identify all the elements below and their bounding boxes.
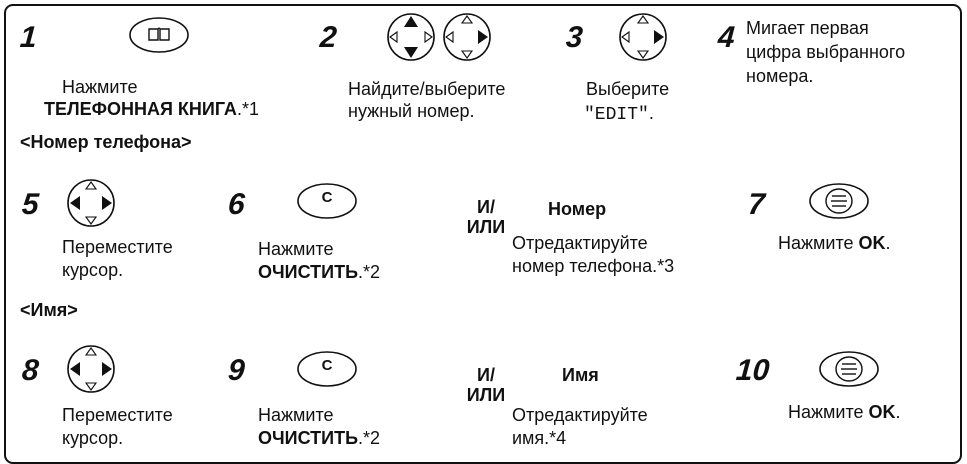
field-name-text-2: имя.*4 [512, 428, 567, 448]
phonebook-key-icon[interactable] [128, 16, 190, 54]
clear-key-letter: C [321, 189, 333, 206]
step-8-text-1: Переместите [62, 405, 173, 425]
step-9-key-line: ОЧИСТИТЬ.*2 [258, 427, 380, 449]
step-5-text-1: Переместите [62, 237, 173, 257]
step-7-period: . [885, 233, 891, 253]
step-4-number: 4 [716, 21, 736, 54]
clear-key-letter: C [321, 357, 333, 374]
clear-key-icon[interactable] [296, 182, 358, 220]
and-or-1-line1: И/ [477, 197, 495, 217]
footnote-1: .*1 [236, 99, 259, 119]
step-7-text: Нажмите OK. [778, 232, 891, 254]
field-number-text-1: Отредактируйте [512, 233, 648, 253]
step-3-period: . [648, 103, 654, 123]
step-3-number: 3 [564, 21, 584, 54]
step-10-number: 10 [734, 354, 771, 387]
navigator-right-icon[interactable] [442, 12, 492, 62]
step-4-text-1: Мигает первая [746, 18, 869, 38]
and-or-2-line1: И/ [477, 365, 495, 385]
step-4-text-2: цифра выбранного [746, 42, 906, 62]
step-5-text-2: курсор. [62, 260, 124, 280]
step-8-number: 8 [20, 354, 40, 387]
clear-key-label: ОЧИСТИТЬ [258, 428, 359, 448]
footnote-2: .*2 [358, 262, 381, 282]
step-2-text-1: Найдите/выберите [348, 79, 506, 99]
step-6-key-line: ОЧИСТИТЬ.*2 [258, 261, 380, 283]
step-4-text-3: номера. [746, 66, 814, 86]
and-or-2-line2: ИЛИ [466, 385, 506, 405]
step-3-edit-line: "EDIT". [584, 102, 654, 126]
step-10-prefix: Нажмите [788, 402, 869, 422]
step-2-text-2: нужный номер. [348, 101, 475, 121]
step-10-period: . [895, 402, 901, 422]
step-2-number: 2 [318, 21, 338, 54]
navigator-right-icon[interactable] [618, 12, 668, 62]
field-number-title: Номер [548, 199, 607, 219]
field-name-text-1: Отредактируйте [512, 405, 648, 425]
ok-menu-key-icon[interactable] [818, 350, 880, 388]
ok-menu-key-icon[interactable] [808, 182, 870, 220]
step-5-number: 5 [20, 188, 40, 221]
section-name: <Имя> [20, 300, 78, 320]
step-6-text: Нажмите [258, 239, 334, 259]
step-3-text: Выберите [586, 79, 670, 99]
step-1-key-line: ТЕЛЕФОННАЯ КНИГА.*1 [44, 98, 259, 120]
ok-key-label: OK [858, 233, 886, 253]
section-phone-number: <Номер телефона> [20, 132, 192, 152]
step-10-text: Нажмите OK. [788, 401, 901, 423]
step-8-text-2: курсор. [62, 428, 124, 448]
ok-key-label: OK [868, 402, 896, 422]
step-1-text: Нажмите [62, 77, 138, 97]
field-number-text-2: номер телефона.*3 [512, 256, 675, 276]
step-7-number: 7 [746, 188, 766, 221]
footnote-2: .*2 [358, 428, 381, 448]
navigator-left-right-icon[interactable] [66, 178, 116, 228]
clear-key-icon[interactable] [296, 350, 358, 388]
navigator-left-right-icon[interactable] [66, 344, 116, 394]
step-1-number: 1 [18, 21, 38, 54]
navigator-up-down-icon[interactable] [386, 12, 436, 62]
step-9-number: 9 [226, 354, 246, 387]
and-or-1-line2: ИЛИ [466, 217, 506, 237]
edit-menu-label: "EDIT" [584, 105, 649, 125]
field-name-title: Имя [562, 365, 599, 385]
phonebook-key-label: ТЕЛЕФОННАЯ КНИГА [44, 99, 237, 119]
step-6-number: 6 [226, 188, 246, 221]
clear-key-label: ОЧИСТИТЬ [258, 262, 359, 282]
step-7-prefix: Нажмите [778, 233, 859, 253]
step-9-text: Нажмите [258, 405, 334, 425]
